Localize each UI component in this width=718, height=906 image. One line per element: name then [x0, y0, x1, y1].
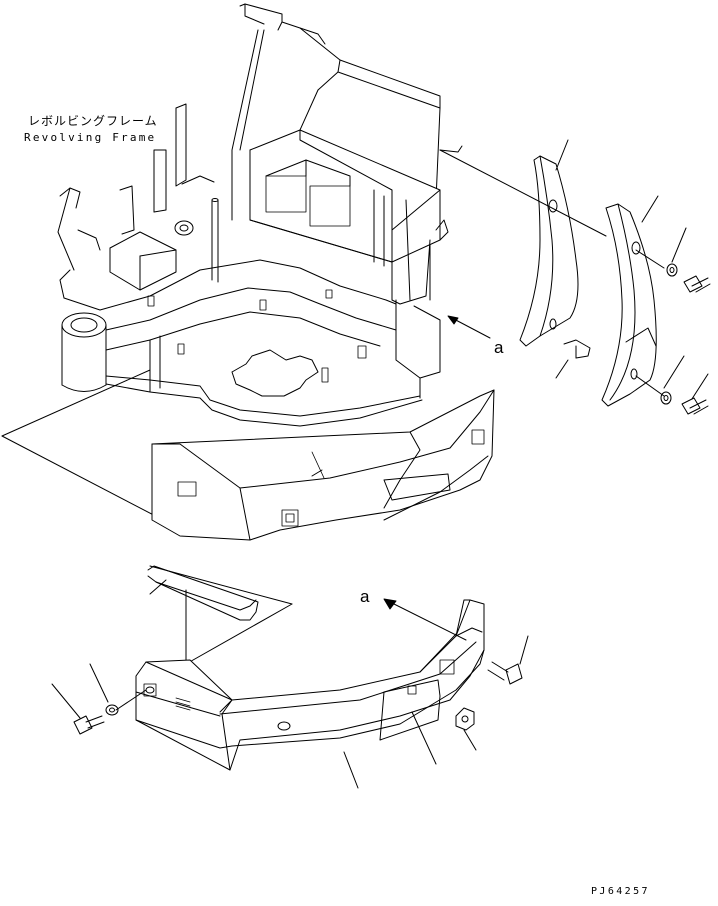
leader-line — [51, 683, 81, 719]
leader-line — [89, 663, 109, 703]
revolving-frame — [57, 3, 463, 427]
ref-arrow-lower — [383, 598, 467, 641]
leader-line — [311, 469, 323, 477]
frame-title-japanese: レボルビングフレーム — [28, 114, 158, 128]
washer — [660, 391, 672, 405]
mounting-bracket — [555, 339, 591, 379]
leader-line — [663, 355, 685, 389]
washer — [666, 263, 678, 277]
leader-line — [439, 149, 607, 237]
leader-line — [149, 565, 293, 605]
leader-line — [519, 635, 529, 665]
side-weight-outer — [601, 203, 657, 407]
nut — [455, 707, 475, 731]
ref-arrow-upper — [447, 315, 491, 339]
lower-counterweight — [135, 599, 485, 771]
leader-line — [689, 373, 709, 403]
side-weight-inner — [519, 155, 579, 347]
counterweight-cover-plate — [147, 565, 259, 621]
leader-line — [1, 369, 151, 437]
leader-line — [671, 227, 687, 263]
bolt — [683, 275, 711, 293]
leader-line — [635, 375, 665, 397]
leader-line — [185, 603, 293, 665]
illustration-code: PJ64257 — [591, 886, 650, 897]
leader-line — [149, 579, 167, 595]
bolt — [73, 715, 105, 735]
leader-line — [411, 711, 437, 765]
frame-title-english: Revolving Frame — [24, 131, 157, 144]
leader-line — [115, 689, 147, 711]
leader-line — [555, 139, 569, 171]
bolt — [681, 397, 709, 415]
washer — [105, 704, 119, 716]
reference-label-a-upper: a — [494, 338, 504, 357]
leader-line — [463, 729, 477, 751]
reference-label-a-lower: a — [360, 587, 370, 606]
upper-counterweight — [151, 389, 495, 541]
leader-line — [343, 751, 359, 789]
leader-line — [635, 249, 665, 269]
bolt — [487, 661, 523, 685]
leader-line — [641, 195, 659, 223]
